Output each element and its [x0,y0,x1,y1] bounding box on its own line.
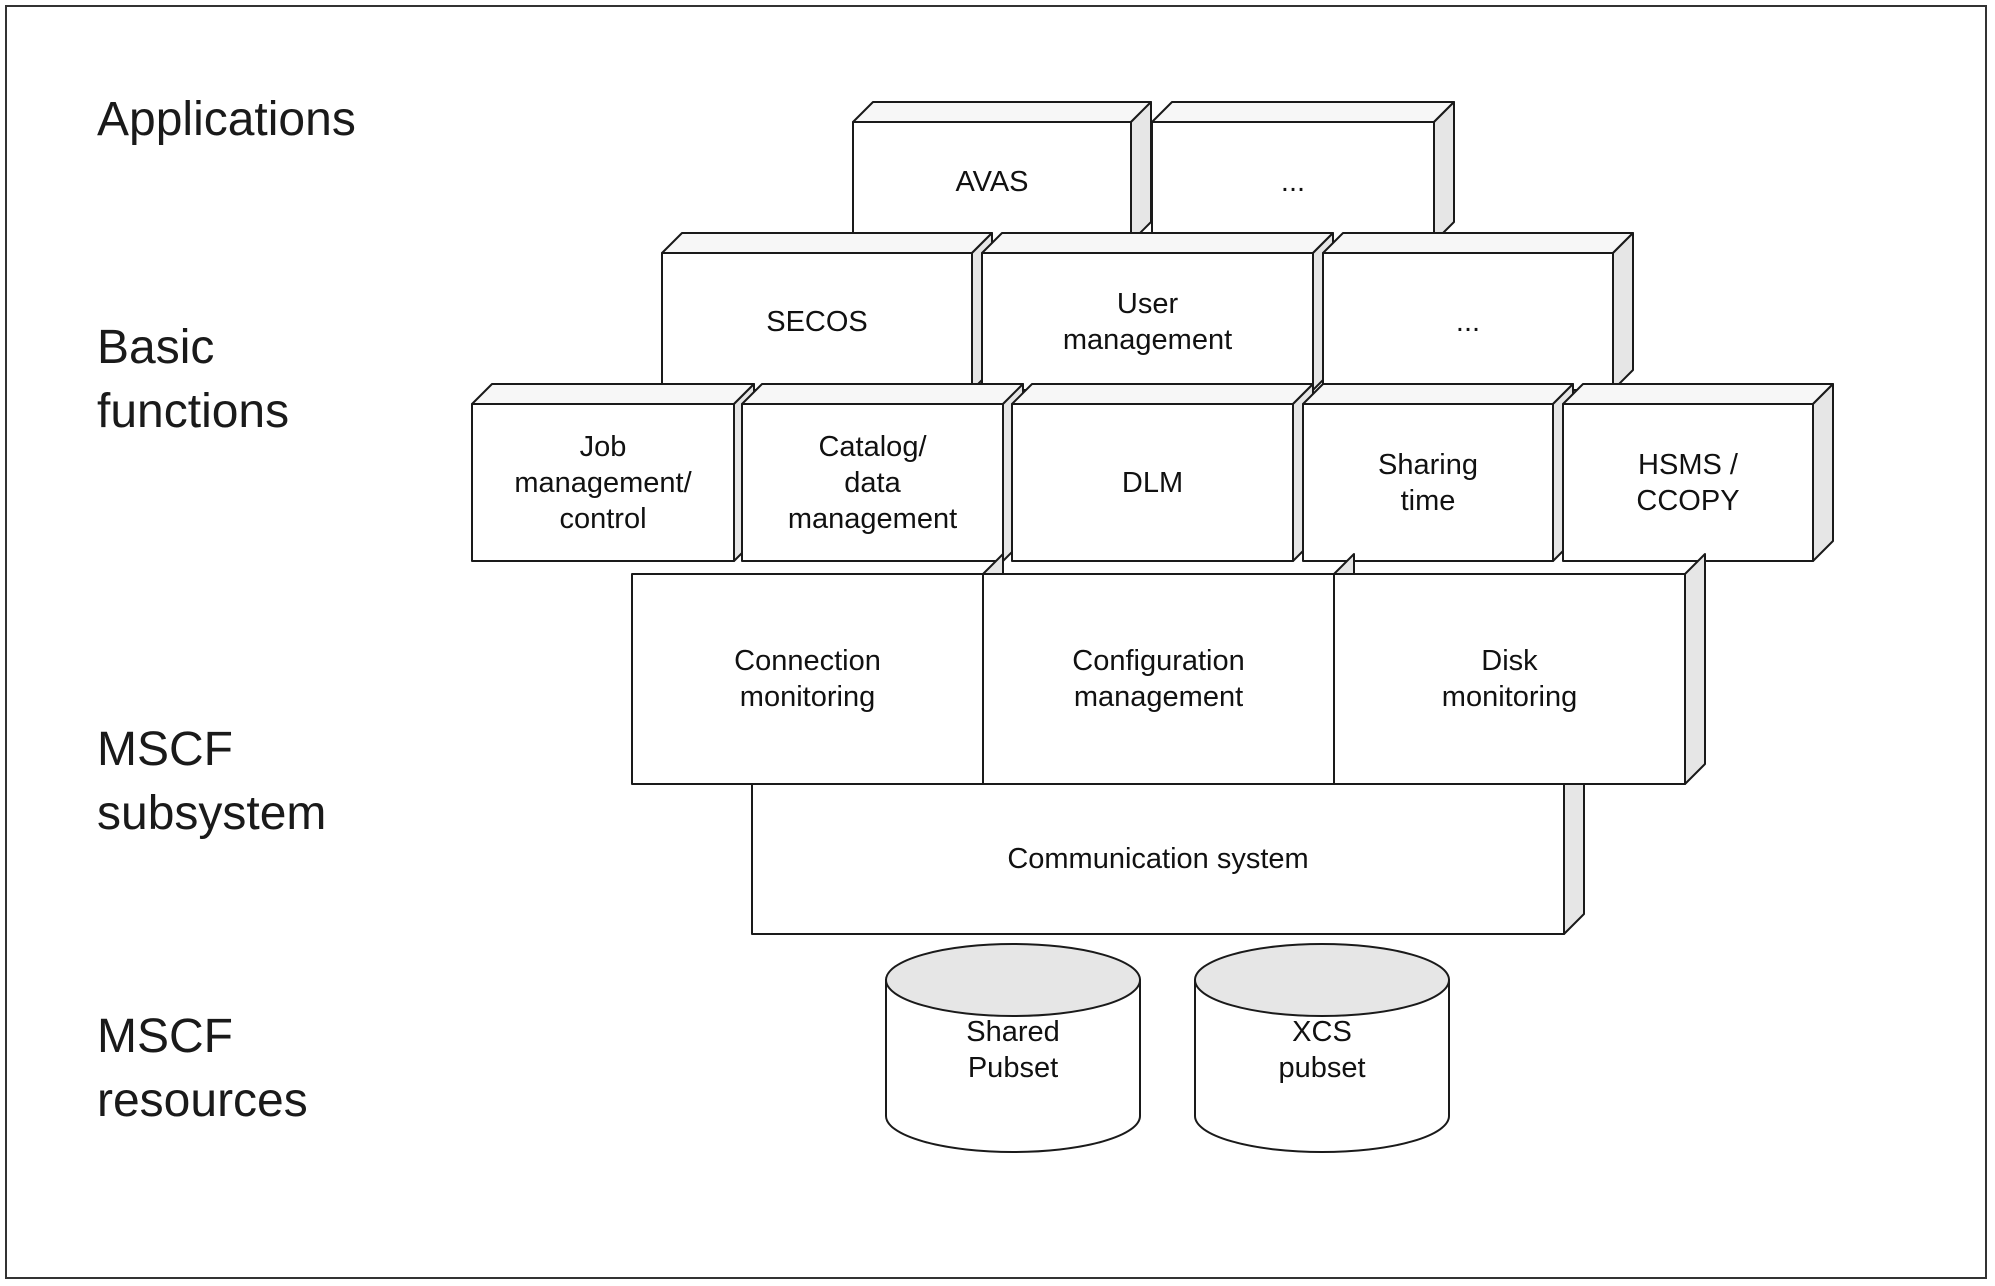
app-box-avas-top [852,101,1152,123]
basic-function-box-hsms-ccopy-side [1812,383,1834,562]
mscf-subsystem-box-label: Connection monitoring [734,645,881,713]
app-box-label: ... [1280,166,1306,198]
resource-cylinder-xcs-pubset-lid [1194,943,1450,1017]
mscf-subsystem-box-disk-monitoring-face [1333,573,1686,785]
mscf-subsystem-box-disk-monitoring [1333,553,1706,785]
basic-function-box-sharing-time-face [1302,403,1554,562]
resource-cylinder-shared-pubset-body [885,979,1141,1153]
basic-function-box-label: Sharing time [1378,448,1478,517]
resource-cylinder-xcs-pubset [1194,943,1450,1153]
basic-function-box-more-side [1612,232,1634,391]
basic-function-box-more [1322,232,1634,391]
resource-cylinder-shared-pubset [885,943,1141,1153]
layer-label-applications: Applications [97,93,356,146]
app-box-more-side [1433,101,1455,243]
basic-function-box-label: HSMS / CCOPY [1636,448,1740,517]
basic-function-box-label: Catalog/ data management [787,430,958,535]
basic-function-box-label: Job management/ control [514,430,692,535]
basic-function-box-job-management-control-face [471,403,735,562]
resource-cylinder-label: Shared Pubset [966,1016,1060,1084]
basic-function-box-label: DLM [1121,466,1184,499]
layer-label-mscf-resources: MSCF resources [97,1010,308,1127]
layer-label-mscf-subsystem: MSCF subsystem [97,723,327,840]
communication-system-box [751,763,1585,935]
basic-function-box-hsms-ccopy [1562,383,1834,562]
resource-cylinder-xcs-pubset-body [1194,979,1450,1153]
mscf-subsystem-box-label: Disk monitoring [1441,645,1578,713]
resource-cylinder-label: XCS pubset [1278,1016,1366,1084]
basic-function-box-hsms-ccopy-face [1562,403,1814,562]
communication-system-label: Communication system [1007,843,1309,875]
layer-label-basic-functions: Basic functions [97,321,290,438]
app-box-avas-side [1130,101,1152,243]
communication-system-box-side [1563,763,1585,935]
basic-function-box-label: User management [1062,287,1233,356]
app-box-more-top [1151,101,1455,123]
app-box-label: AVAS [955,166,1029,198]
mscf-subsystem-box-label: Configuration management [1072,645,1245,713]
app-box-avas [852,101,1152,243]
basic-function-box-dlm-face [1011,403,1294,562]
basic-function-box-label: SECOS [766,305,868,338]
mscf-subsystem-box-disk-monitoring-side [1684,553,1706,785]
basic-function-box-label: ... [1455,305,1481,338]
resource-cylinder-shared-pubset-lid [885,943,1141,1017]
